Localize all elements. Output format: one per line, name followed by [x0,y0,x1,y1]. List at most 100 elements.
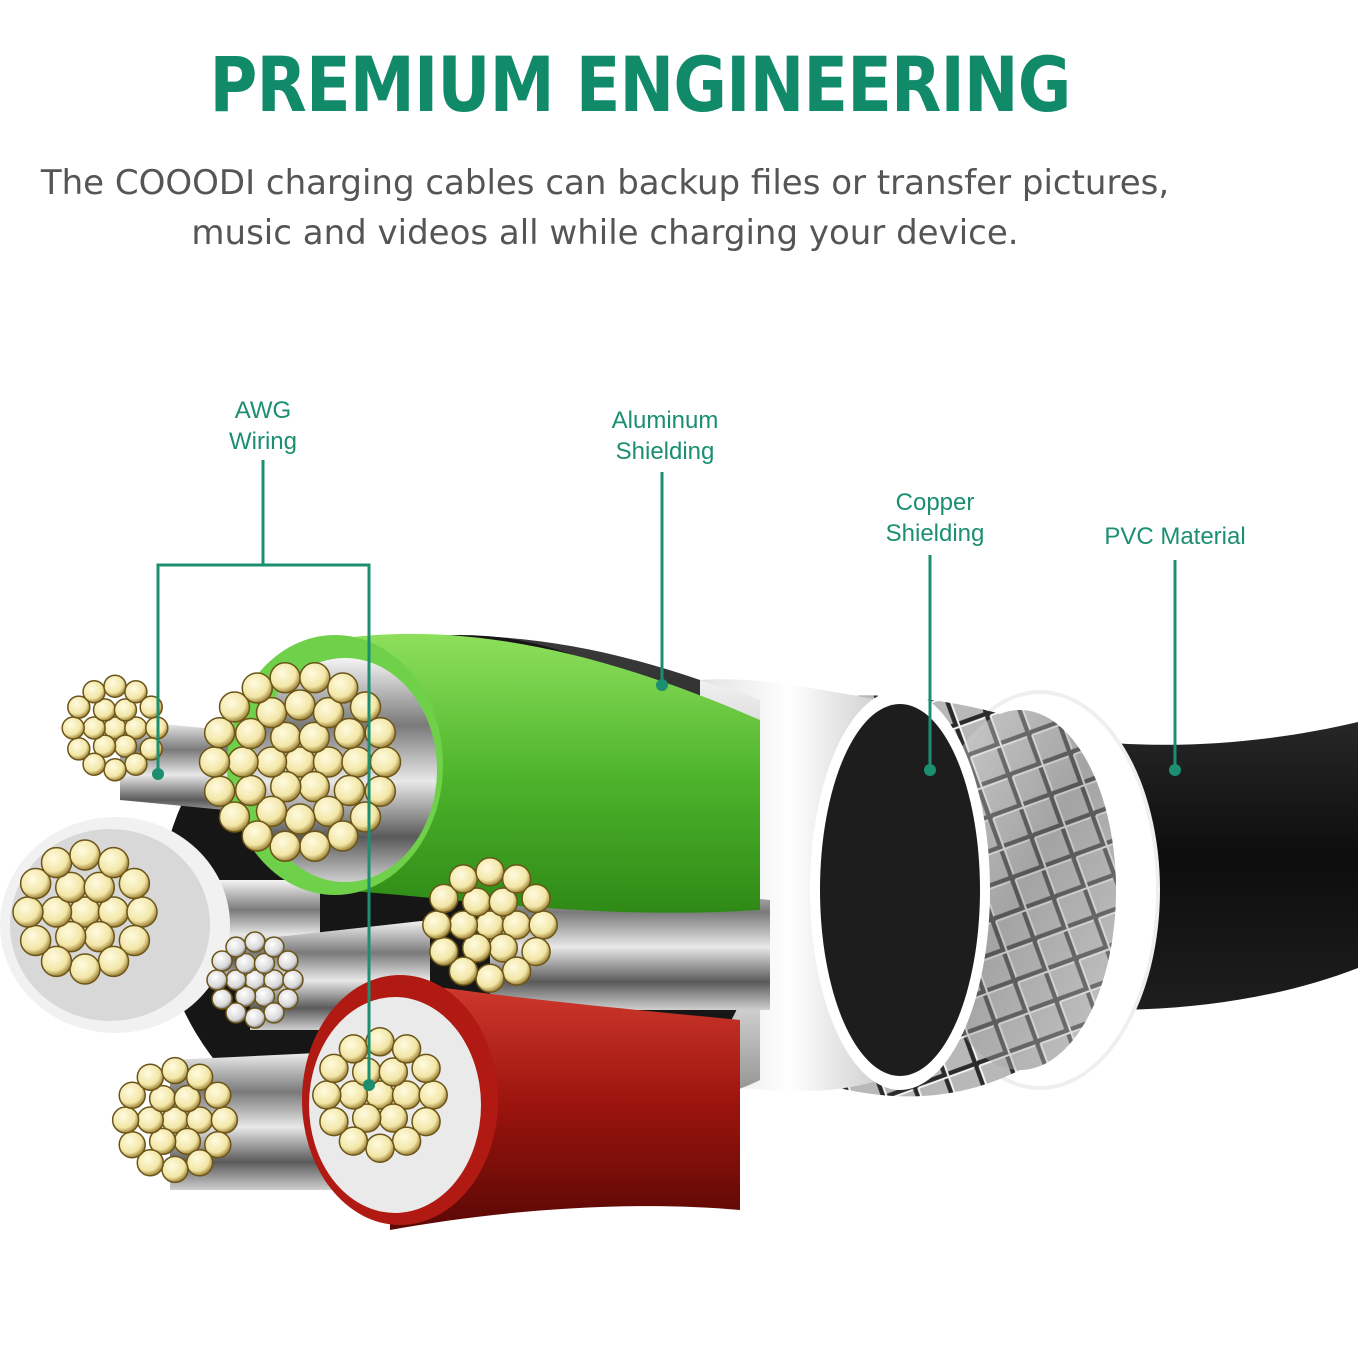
strand [241,820,273,852]
strand [475,857,505,887]
green-wire-insulation [330,633,760,913]
strand [161,1056,189,1085]
strand [284,803,316,835]
strand [312,696,345,729]
strand [364,775,397,807]
strand [349,801,382,833]
strand [351,1103,382,1133]
strand [284,689,316,721]
strand [136,1063,165,1091]
strand [69,953,101,985]
strand [148,1127,177,1156]
strand [103,758,127,782]
strand [67,737,91,761]
strand [461,933,492,963]
strand [19,867,52,900]
strand [298,721,330,754]
strand [501,864,532,894]
strand [263,1002,285,1024]
strand [61,716,85,740]
strand [12,896,44,928]
strand [234,717,267,750]
strand [429,883,459,914]
strand [255,795,288,828]
strand [411,1106,441,1137]
strand [124,680,148,704]
strand [528,910,558,940]
strand [67,695,91,719]
strand [338,1034,369,1064]
strand [429,936,459,967]
strand [113,698,138,722]
strand [40,846,73,879]
strand [161,1155,189,1184]
strand [369,746,402,778]
strand-bundle-center [422,857,558,993]
strand [365,1133,395,1163]
strand [111,1106,140,1134]
strand [234,774,267,807]
strand-bundle-red [312,1027,448,1163]
strand [118,924,151,957]
strand [327,672,359,704]
strand [277,950,299,972]
strand-bundle-green [198,662,402,862]
strand [411,1053,441,1084]
strand [263,936,285,958]
leader-lines [156,460,1177,1085]
strand [210,1106,239,1134]
strand [198,746,231,778]
strand [448,956,479,986]
strand [488,887,519,917]
strand [40,945,73,978]
strand [185,1149,214,1177]
strand [312,1080,342,1110]
strand [19,924,52,957]
strand [333,717,366,750]
strand [118,867,151,900]
awg-conductor-strands [12,662,558,1184]
strand [69,839,101,871]
strand [282,969,304,991]
strand [277,988,299,1010]
strand-bundle-drain [206,931,304,1029]
strand-bundle-white [12,839,158,985]
strand [319,1106,349,1137]
strand [227,746,259,778]
strand [185,1063,214,1091]
strand [203,717,236,749]
strand [475,963,505,993]
strand [241,672,273,704]
strand [319,1053,349,1084]
strand [270,770,302,803]
strand [124,752,148,776]
strand [418,1080,448,1110]
label-awg-wiring: AWG Wiring [228,397,297,455]
strand [82,680,106,704]
strand [97,846,130,879]
strand [204,1081,232,1110]
strand [391,1126,422,1156]
strand [118,1081,146,1110]
strand [378,1057,409,1087]
strand [244,931,266,953]
strand [448,864,479,894]
strand [211,950,233,972]
strand [269,662,301,694]
strand [299,830,331,862]
strand-bundle-bottom-left [111,1056,239,1184]
strand [391,1034,422,1064]
subtitle-line-2: music and videos all while charging your… [191,213,1019,253]
strand [234,985,257,1008]
strand [204,1130,232,1159]
strand [338,1126,369,1156]
strand [521,883,551,914]
strand [521,936,551,967]
strand [422,910,452,940]
strand [126,896,158,928]
strand [501,956,532,986]
strand [349,691,382,723]
page-title: PREMIUM ENGINEERING [209,40,1071,129]
strand [244,1007,266,1029]
